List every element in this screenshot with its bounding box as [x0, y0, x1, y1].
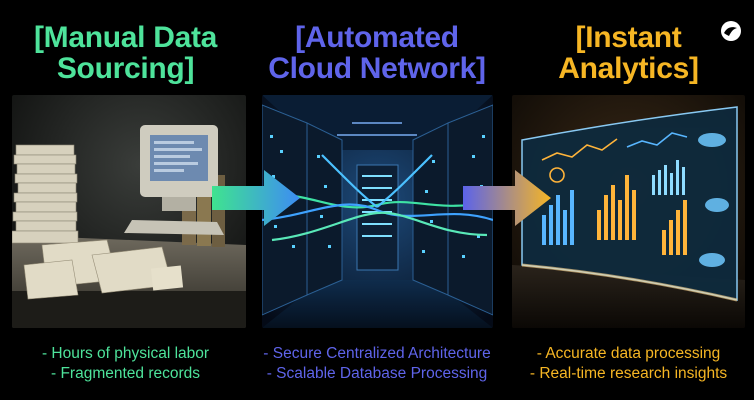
bullet-item: - Accurate data processing [536, 345, 721, 362]
title-line: [Manual Data [33, 21, 218, 54]
bullet-list: - Hours of physical labor - Fragmented r… [0, 344, 251, 384]
bullet-item: - Hours of physical labor [41, 345, 210, 362]
title-line: [Instant [575, 21, 682, 54]
bullet-list: - Secure Centralized Architecture - Scal… [252, 344, 502, 384]
title-line: Cloud Network] [268, 52, 486, 85]
blue-to-yellow-arrow-icon [463, 170, 553, 226]
server-room-image [262, 95, 493, 328]
title-line: [Automated [295, 21, 459, 54]
title-line: Analytics] [558, 52, 699, 85]
bullet-item: - Secure Centralized Architecture [263, 345, 491, 362]
bullet-list: - Accurate data processing - Real-time r… [503, 344, 754, 384]
analytics-dashboard-image [512, 95, 745, 328]
green-to-blue-arrow-icon [212, 170, 302, 226]
column-automated-cloud-network: [Automated Cloud Network] [252, 0, 502, 400]
bullet-item: - Scalable Database Processing [266, 365, 488, 382]
column-instant-analytics: [Instant Analytics] [503, 0, 754, 400]
bullet-item: - Fragmented records [50, 365, 201, 382]
column-title: [Instant Analytics] [503, 22, 754, 84]
swirl-logo-icon [720, 20, 742, 42]
desk-paperwork-image [12, 95, 246, 328]
column-title: [Manual Data Sourcing] [0, 22, 251, 84]
column-title: [Automated Cloud Network] [252, 22, 502, 84]
column-manual-data-sourcing: [Manual Data Sourcing] [0, 0, 251, 400]
title-line: Sourcing] [56, 52, 195, 85]
bullet-item: - Real-time research insights [529, 365, 728, 382]
